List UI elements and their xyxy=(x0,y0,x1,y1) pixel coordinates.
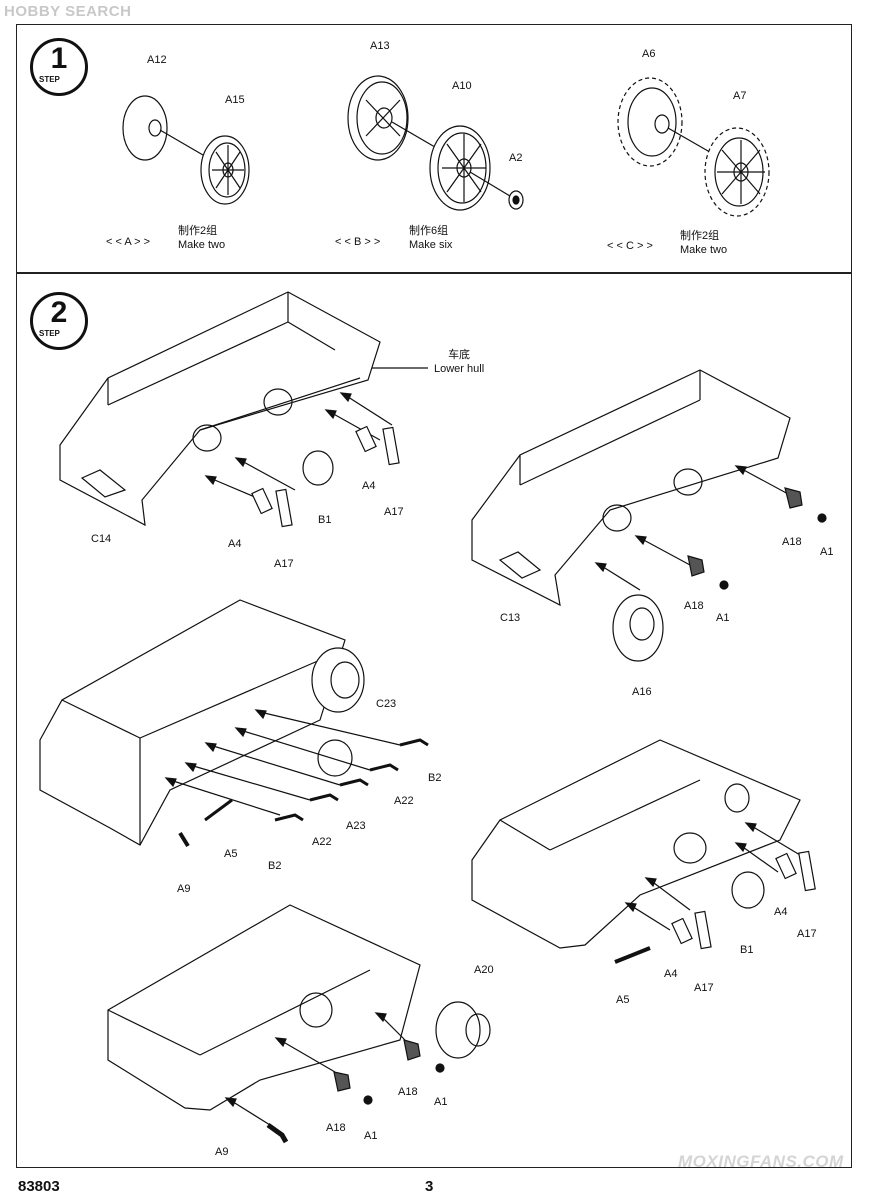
v5-label-a18-right: A18 xyxy=(398,1086,418,1098)
page-header-logo: HOBBY SEARCH xyxy=(4,3,132,20)
v2-label-a18-lower: A18 xyxy=(684,600,704,612)
part-label-a13: A13 xyxy=(370,40,390,52)
v5-label-a1-left: A1 xyxy=(364,1130,378,1142)
v4-label-a17-right: A17 xyxy=(797,928,817,940)
step-1-badge: 1 STEP xyxy=(30,38,88,96)
v3-label-a9: A9 xyxy=(177,883,191,895)
v2-label-a16: A16 xyxy=(632,686,652,698)
step-1-word: STEP xyxy=(39,75,60,84)
hull-view-4 xyxy=(471,739,801,949)
assembly-note-c: 制作2组 Make two xyxy=(680,229,727,257)
part-label-a7: A7 xyxy=(733,90,747,102)
part-label-a2: A2 xyxy=(509,152,523,164)
parts-a4-a17-view1 xyxy=(251,425,400,528)
sprocket-a16 xyxy=(612,594,664,662)
v3-label-b2-left: B2 xyxy=(268,860,282,872)
wheel-a12 xyxy=(122,95,168,161)
part-label-a6: A6 xyxy=(642,48,656,60)
assembly-note-b-en: Make six xyxy=(409,239,453,251)
v2-label-a1-lower: A1 xyxy=(716,612,730,624)
assembly-tag-a: < < A > > xyxy=(106,236,151,248)
parts-view4 xyxy=(614,850,816,964)
v4-label-a4-left: A4 xyxy=(664,968,678,980)
step-2-number: 2 xyxy=(50,296,68,329)
assembly-note-c-en: Make two xyxy=(680,244,728,256)
wheel-a15 xyxy=(200,135,250,205)
v3-label-a22-right: A22 xyxy=(394,795,414,807)
assembly-tag-c: < < C > > xyxy=(607,240,653,252)
product-code: 83803 xyxy=(18,1178,60,1195)
hull-view-3 xyxy=(39,599,365,846)
v2-label-a1-upper: A1 xyxy=(820,546,834,558)
lower-hull-label: 车底 Lower hull xyxy=(434,348,484,376)
part-label-a10: A10 xyxy=(452,80,472,92)
v5-label-a18-left: A18 xyxy=(326,1122,346,1134)
v3-label-a5: A5 xyxy=(224,848,238,860)
assembly-note-a: 制作2组 Make two xyxy=(178,224,225,252)
hull-view-2 xyxy=(471,369,791,607)
assembly-note-a-cn: 制作2组 xyxy=(178,225,218,237)
v4-label-a17-left: A17 xyxy=(694,982,714,994)
arms-view3 xyxy=(178,738,429,848)
part-label-a12: A12 xyxy=(147,54,167,66)
step-1-number: 1 xyxy=(50,42,68,75)
wheel-a10 xyxy=(429,125,491,211)
v1-label-c14: C14 xyxy=(91,533,112,545)
part-label-a15: A15 xyxy=(225,94,245,106)
hull-view-1 xyxy=(59,291,381,527)
assembly-note-c-cn: 制作2组 xyxy=(680,230,720,242)
lower-hull-label-en: Lower hull xyxy=(434,363,485,375)
assembly-note-a-en: Make two xyxy=(178,239,226,251)
assembly-note-b: 制作6组 Make six xyxy=(409,224,452,252)
parts-a18-a1-view2 xyxy=(687,487,827,590)
assembly-tag-b: < < B > > xyxy=(335,236,381,248)
wheel-a13 xyxy=(347,75,409,161)
step-1-panel xyxy=(16,24,852,274)
watermark-text: MOXINGFANS.COM xyxy=(678,1152,844,1171)
v1-label-a17-upper: A17 xyxy=(384,506,404,518)
v5-label-a20: A20 xyxy=(474,964,494,976)
v3-label-c23: C23 xyxy=(376,698,397,710)
lower-hull-label-cn: 车底 xyxy=(448,349,471,361)
step-2-badge: 2 STEP xyxy=(30,292,88,350)
step-2-word: STEP xyxy=(39,329,60,338)
v2-label-c13: C13 xyxy=(500,612,521,624)
v3-label-a22-left: A22 xyxy=(312,836,332,848)
parts-view5 xyxy=(266,1039,445,1144)
v1-label-b1: B1 xyxy=(318,514,332,526)
step-2-panel xyxy=(16,272,852,1168)
v4-label-a5: A5 xyxy=(616,994,630,1006)
page-number: 3 xyxy=(425,1178,434,1195)
v1-label-a17-lower: A17 xyxy=(274,558,294,570)
cap-a2 xyxy=(508,190,524,210)
v5-label-a1-right: A1 xyxy=(434,1096,448,1108)
assembly-note-b-cn: 制作6组 xyxy=(409,225,449,237)
v5-label-a9: A9 xyxy=(215,1146,229,1158)
sprocket-a7 xyxy=(704,127,770,217)
v3-label-a23: A23 xyxy=(346,820,366,832)
v3-label-b2-right: B2 xyxy=(428,772,442,784)
v1-label-a4-lower: A4 xyxy=(228,538,242,550)
sprocket-a6 xyxy=(617,77,683,167)
v1-label-a4-upper: A4 xyxy=(362,480,376,492)
v4-label-a4-right: A4 xyxy=(774,906,788,918)
v2-label-a18-upper: A18 xyxy=(782,536,802,548)
v4-label-b1: B1 xyxy=(740,944,754,956)
hull-view-5 xyxy=(107,904,491,1111)
